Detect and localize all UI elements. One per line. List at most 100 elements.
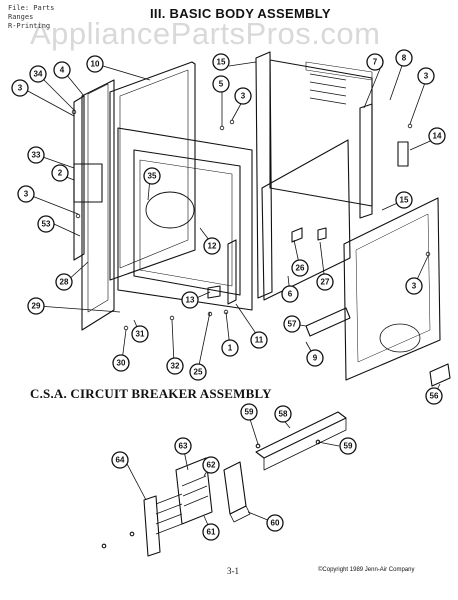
- callout-29: 29: [27, 297, 45, 315]
- svg-text:53: 53: [42, 220, 51, 229]
- hardware-13-part: [207, 285, 221, 299]
- svg-text:34: 34: [34, 70, 43, 79]
- svg-text:27: 27: [321, 278, 330, 287]
- callout-12: 12: [203, 237, 221, 255]
- hinge-part: [227, 239, 237, 305]
- callout-4: 4: [53, 61, 71, 79]
- callout-9: 9: [306, 349, 324, 367]
- breaker-assembly-title: C.S.A. CIRCUIT BREAKER ASSEMBLY: [30, 386, 272, 401]
- clip-27-part: [317, 227, 327, 241]
- callout-57: 57: [283, 315, 301, 333]
- svg-text:61: 61: [207, 528, 216, 537]
- bracket-14-part: [397, 141, 409, 167]
- svg-text:25: 25: [194, 368, 203, 377]
- copyright: ©Copyright 1989 Jenn-Air Company: [318, 567, 415, 573]
- svg-text:6: 6: [288, 290, 293, 299]
- clip-26-part: [291, 227, 303, 243]
- svg-text:3: 3: [412, 282, 417, 291]
- callout-14: 14: [428, 127, 446, 145]
- breaker-assembly-drawing: [101, 411, 347, 557]
- callout-28: 28: [55, 273, 73, 291]
- callout-32: 32: [166, 357, 184, 375]
- svg-text:26: 26: [296, 264, 305, 273]
- svg-text:59: 59: [344, 442, 353, 451]
- side-frame-part: [73, 79, 115, 331]
- ranges-line: Ranges: [8, 13, 34, 21]
- callout-33: 33: [27, 146, 45, 164]
- callout-61: 61: [202, 523, 220, 541]
- callout-26: 26: [291, 259, 309, 277]
- center-post-part: [255, 51, 273, 299]
- svg-text:63: 63: [179, 442, 188, 451]
- file-header: File: Parts Ranges R-Printing: [8, 4, 54, 31]
- svg-text:13: 13: [186, 296, 195, 305]
- callout-3-top-center: 3: [234, 87, 252, 105]
- svg-text:32: 32: [171, 362, 180, 371]
- svg-text:33: 33: [32, 151, 41, 160]
- callout-15-right: 15: [395, 191, 413, 209]
- svg-text:7: 7: [373, 58, 378, 67]
- svg-text:62: 62: [207, 461, 216, 470]
- svg-text:11: 11: [255, 336, 264, 345]
- front-frame-part: [117, 127, 253, 311]
- back-panel-part: [269, 59, 373, 207]
- svg-text:5: 5: [219, 80, 224, 89]
- callout-3-right: 3: [405, 277, 423, 295]
- rear-frame-part: [109, 61, 196, 281]
- callout-30: 30: [112, 354, 130, 372]
- svg-text:58: 58: [279, 410, 288, 419]
- watermark: AppliancePartsPros.com: [30, 16, 381, 51]
- svg-text:10: 10: [91, 60, 100, 69]
- svg-text:3: 3: [241, 92, 246, 101]
- callout-3-top-right: 3: [417, 67, 435, 85]
- callout-56: 56: [425, 387, 443, 405]
- svg-text:29: 29: [32, 302, 41, 311]
- callout-62: 62: [202, 456, 220, 474]
- callout-10: 10: [86, 55, 104, 73]
- callout-64: 64: [111, 451, 129, 469]
- callout-6: 6: [281, 285, 299, 303]
- svg-text:3: 3: [424, 72, 429, 81]
- svg-text:60: 60: [271, 519, 280, 528]
- svg-text:1: 1: [228, 344, 233, 353]
- file-line: File: Parts: [8, 4, 55, 12]
- svg-text:8: 8: [402, 54, 407, 63]
- svg-text:4: 4: [60, 66, 65, 75]
- page-number: 3-1: [227, 566, 239, 576]
- callout-27: 27: [316, 273, 334, 291]
- bottom-rail-part: [305, 307, 351, 337]
- callout-59-right: 59: [339, 437, 357, 455]
- callout-3-mid-left: 3: [17, 185, 35, 203]
- callout-53: 53: [37, 215, 55, 233]
- callout-59-top: 59: [240, 403, 258, 421]
- svg-text:35: 35: [148, 172, 157, 181]
- callout-63: 63: [174, 437, 192, 455]
- callout-58: 58: [274, 405, 292, 423]
- svg-text:57: 57: [288, 320, 297, 329]
- callout-60: 60: [266, 514, 284, 532]
- svg-text:9: 9: [313, 354, 318, 363]
- svg-text:28: 28: [60, 278, 69, 287]
- callout-13: 13: [181, 291, 199, 309]
- svg-text:2: 2: [58, 169, 63, 178]
- control-module-part: [73, 163, 103, 203]
- svg-text:30: 30: [117, 359, 126, 368]
- callout-34: 34: [29, 65, 47, 83]
- callout-7: 7: [366, 53, 384, 71]
- third-line: R-Printing: [8, 22, 51, 30]
- svg-text:14: 14: [433, 132, 442, 141]
- callout-31: 31: [131, 325, 149, 343]
- leader-lines: [25, 59, 441, 397]
- svg-text:15: 15: [400, 196, 409, 205]
- callout-35: 35: [143, 167, 161, 185]
- callout-8: 8: [395, 49, 413, 67]
- svg-text:12: 12: [208, 242, 217, 251]
- right-side-panel-part: [343, 197, 441, 381]
- svg-text:3: 3: [18, 84, 23, 93]
- callout-5: 5: [212, 75, 230, 93]
- callout-25: 25: [189, 363, 207, 381]
- callout-11: 11: [250, 331, 268, 349]
- svg-text:59: 59: [245, 408, 254, 417]
